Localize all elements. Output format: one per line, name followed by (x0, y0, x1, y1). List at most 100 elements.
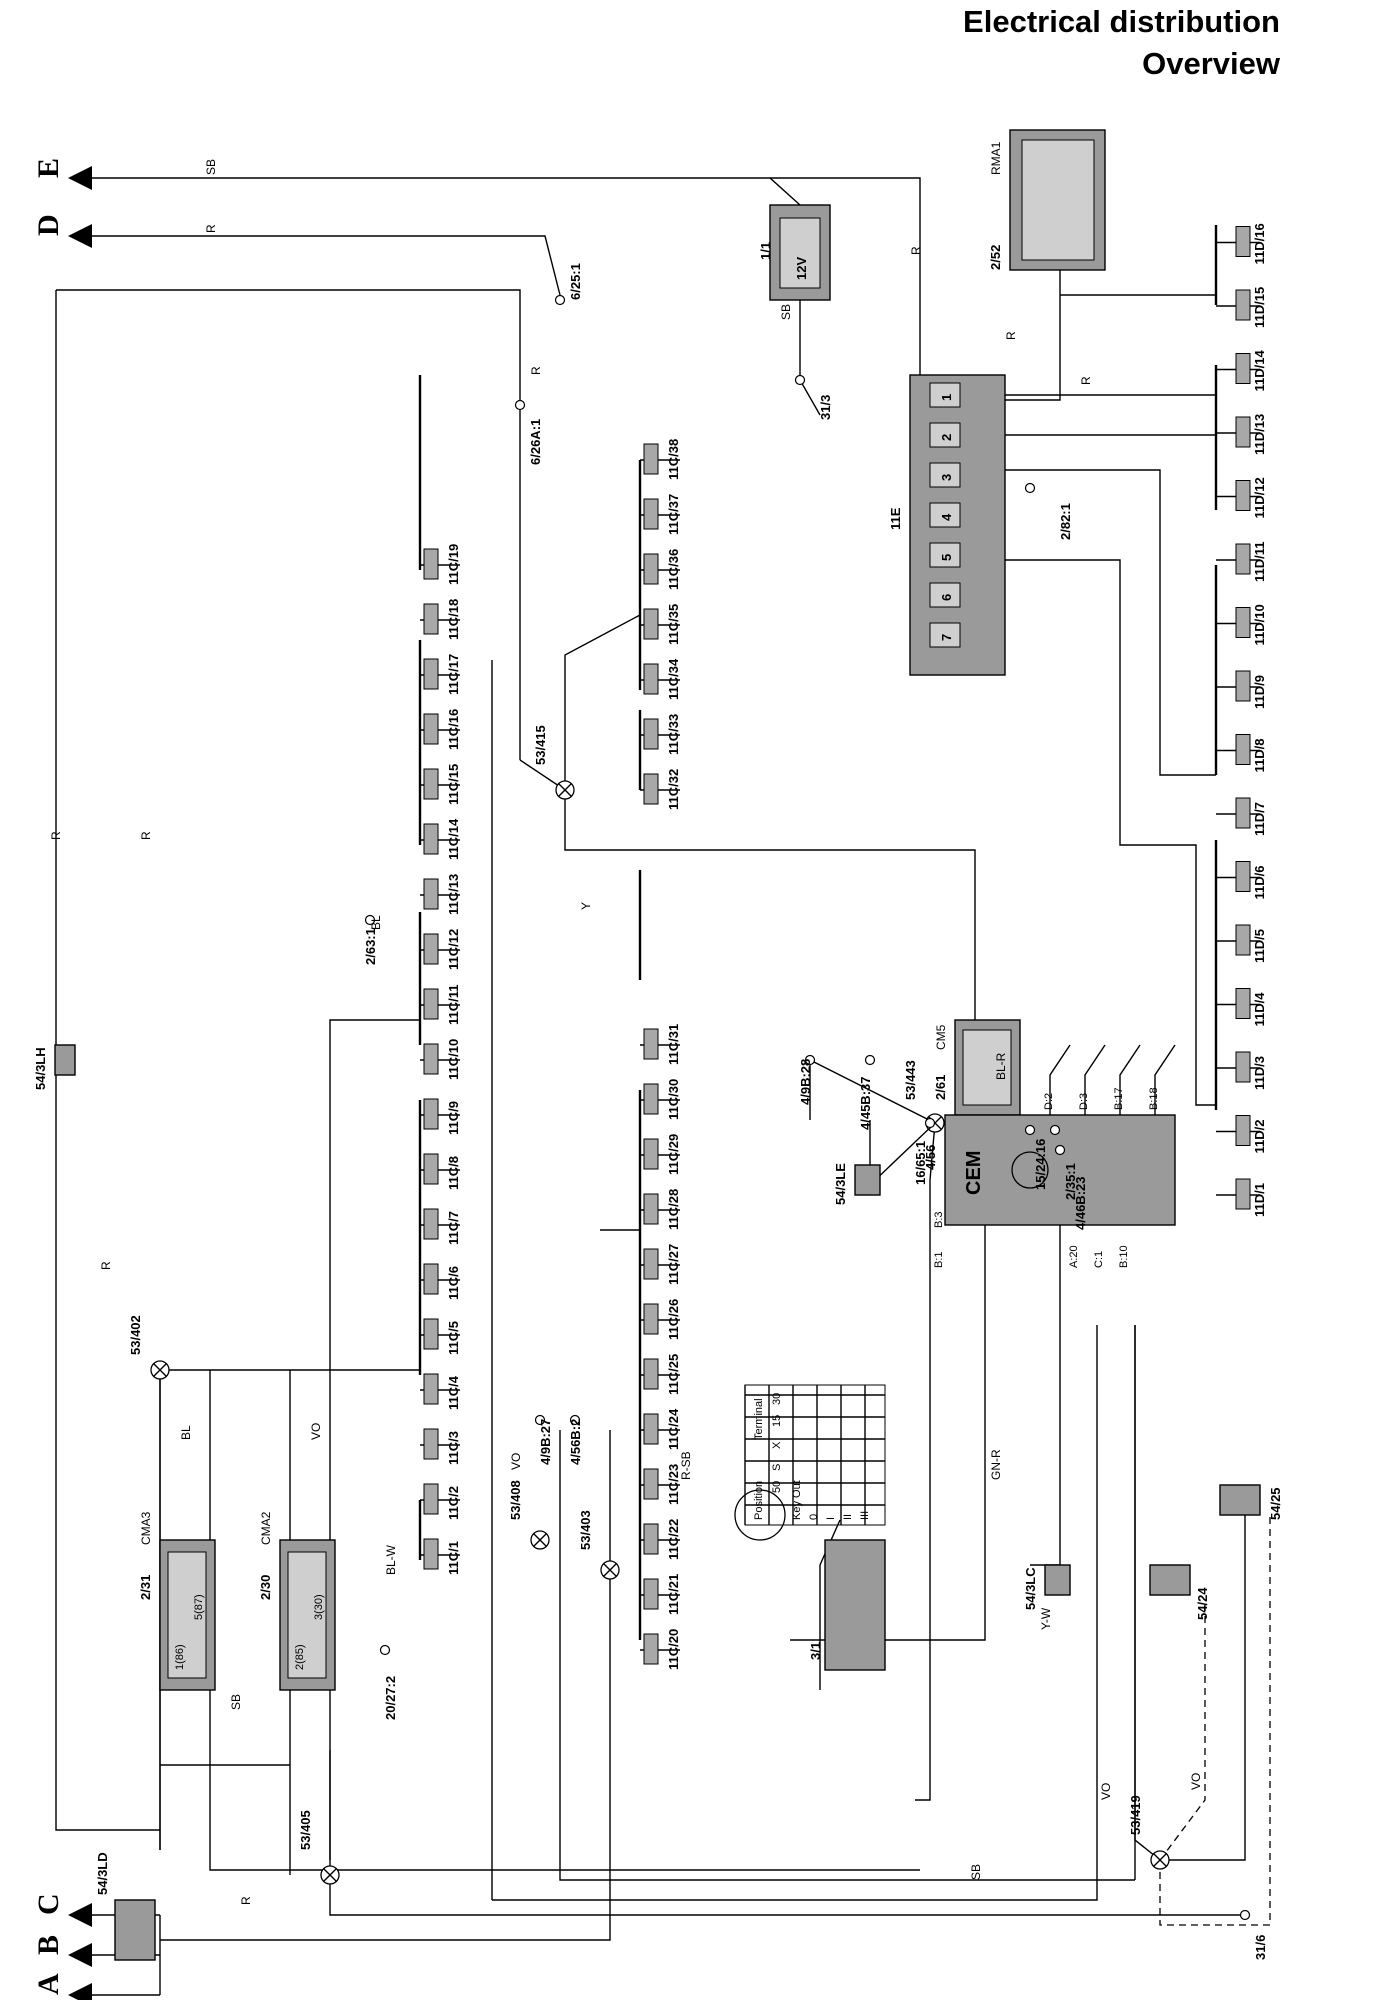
fuse-11D-10 (1235, 607, 1251, 638)
wire-color-label-7: BL-W (384, 1544, 398, 1575)
splice-label-53-403: 53/403 (578, 1510, 593, 1550)
main-fuse-3: 3 (939, 474, 954, 481)
terminal-15-24-16-icon (1024, 1124, 1036, 1136)
terminal-4-45B-37-icon (864, 1054, 876, 1066)
fuse-label-11C-26: 11C/26 (666, 1299, 681, 1340)
fuse-label-11C-6: 11C/6 (446, 1266, 461, 1300)
box11e-label: 11E (888, 507, 903, 530)
fuse-label-11C-9: 11C/9 (446, 1101, 461, 1135)
fuse-11C-31 (643, 1028, 659, 1060)
fuse-label-11C-31: 11C/31 (666, 1024, 681, 1065)
fuse-label-11C-14: 11C/14 (446, 818, 461, 860)
fuse-label-11C-22: 11C/22 (666, 1519, 681, 1560)
fuse-11D-7 (1235, 797, 1251, 829)
relay-cm5: 2/61 CM5 (933, 1019, 1021, 1116)
le-label: 54/3LE (833, 1163, 848, 1205)
ref-label-4-9B-28: 4/9B:28 (798, 1059, 813, 1105)
fuse-label-11C-29: 11C/29 (666, 1134, 681, 1175)
fuse-11D-5 (1235, 924, 1251, 956)
fuse-11C-12 (423, 933, 439, 965)
fuse-label-11C-34: 11C/34 (666, 658, 681, 700)
fuse-11C-15 (423, 768, 439, 800)
fuse-label-11C-21: 11C/21 (666, 1574, 681, 1615)
fuse-11C-3 (423, 1428, 439, 1460)
wire-color-label-4: R (139, 831, 153, 840)
fuse-11C-29 (643, 1138, 659, 1170)
ign-terminal-4: 50 (771, 1481, 783, 1493)
terminal-31-6-icon (1239, 1909, 1251, 1921)
fuse-11D-16 (1235, 226, 1251, 257)
wire-color-label-5: BL (369, 915, 383, 930)
fuse-label-11C-23: 11C/23 (666, 1464, 681, 1505)
wire-color-label-8: BL-R (994, 1052, 1008, 1080)
ref-label-4-56B-2: 4/56B:2 (568, 1419, 583, 1465)
wire-color-label-21: VO (1189, 1773, 1203, 1790)
cma2-code-2: 3(30) (313, 1594, 325, 1620)
ign-row-1: 0 (808, 1514, 820, 1520)
battery: 1/1 12V (758, 204, 831, 301)
ref-label-2-82-1: 2/82:1 (1058, 503, 1073, 540)
wire-color-label-6: VO (509, 1453, 523, 1470)
splice-label-53-443: 53/443 (903, 1060, 918, 1100)
fuse-11C-22 (643, 1523, 659, 1555)
main-fuse-7: 7 (939, 634, 954, 641)
fuse-label-11C-30: 11C/30 (666, 1079, 681, 1120)
fuse-label-11C-18: 11C/18 (446, 599, 461, 640)
ref-label-6-26A-1: 6/26A:1 (528, 419, 543, 465)
cma3-code-2: 5(87) (193, 1594, 205, 1620)
terminal-4-9B-28-icon (804, 1054, 816, 1066)
arrow-a-icon (68, 1983, 92, 2000)
ref-label-4-46B-23: 4/46B:23 (1073, 1177, 1088, 1230)
fuse-label-11C-2: 11C/2 (446, 1486, 461, 1520)
ign-position-head: Position (753, 1481, 765, 1520)
page-subtitle: Overview (1142, 46, 1280, 81)
ref-label-20-27-2: 20/27:2 (383, 1676, 398, 1720)
cm5-name: CM5 (934, 1024, 948, 1050)
fuse-11C-25 (643, 1358, 659, 1390)
wire-color-label-22: SB (779, 304, 793, 320)
fuse-11C-6 (423, 1263, 439, 1295)
fuse-label-11C-38: 11C/38 (666, 439, 681, 480)
fuse-11D-12 (1235, 480, 1251, 511)
fuse-label-11D-10: 11D/10 (1252, 604, 1267, 645)
cma2-name: CMA2 (259, 1511, 273, 1545)
fuse-bus-d (990, 225, 1218, 1110)
fuse-label-11D-8: 11D/8 (1252, 739, 1267, 773)
fuse-label-11C-3: 11C/3 (446, 1431, 461, 1465)
fuse-11D-14 (1235, 353, 1251, 384)
fuse-label-11C-35: 11C/35 (666, 604, 681, 645)
wire-color-label-17: VO (309, 1423, 323, 1440)
ign-ref: 3/1 (808, 1642, 823, 1660)
cma3-ref: 2/31 (138, 1575, 153, 1600)
main-fuse-6: 6 (939, 594, 954, 601)
fuse-11C-21 (643, 1578, 659, 1610)
fuse-11D-9 (1235, 670, 1251, 702)
fuse-11C-2 (423, 1483, 439, 1515)
cem-label: CEM (963, 1151, 985, 1195)
wire-color-label-11: GN-R (989, 1449, 1003, 1480)
connector-ld (114, 1899, 156, 1961)
fuse-11C-24 (643, 1413, 659, 1445)
ign-terminal-2: X (771, 1441, 783, 1449)
fuse-11C-7 (423, 1208, 439, 1240)
fuse-label-11C-8: 11C/8 (446, 1156, 461, 1190)
fuse-11C-11 (423, 988, 439, 1020)
cem-pin-c1: C:1 (1093, 1251, 1105, 1268)
fuse-11D-8 (1235, 734, 1251, 765)
fuse-label-11D-15: 11D/15 (1252, 287, 1267, 328)
main-fuse-2: 2 (939, 434, 954, 441)
ignition-key-icon (734, 1489, 786, 1541)
ign-terminal-1: 15 (771, 1415, 783, 1427)
fuse-label-11D-2: 11D/2 (1252, 1120, 1267, 1154)
fuse-label-11D-13: 11D/13 (1252, 414, 1267, 455)
fuse-11C-8 (423, 1153, 439, 1185)
fuse-11C-38 (643, 443, 659, 475)
wire-color-label-3: R (49, 831, 63, 840)
fuse-11D-1 (1235, 1178, 1251, 1210)
fuse-11C-10 (423, 1043, 439, 1075)
cma3-code-1: 1(86) (174, 1644, 186, 1670)
terminal-6-26A-1-icon (514, 399, 526, 411)
fuse-11D-3 (1235, 1051, 1251, 1083)
